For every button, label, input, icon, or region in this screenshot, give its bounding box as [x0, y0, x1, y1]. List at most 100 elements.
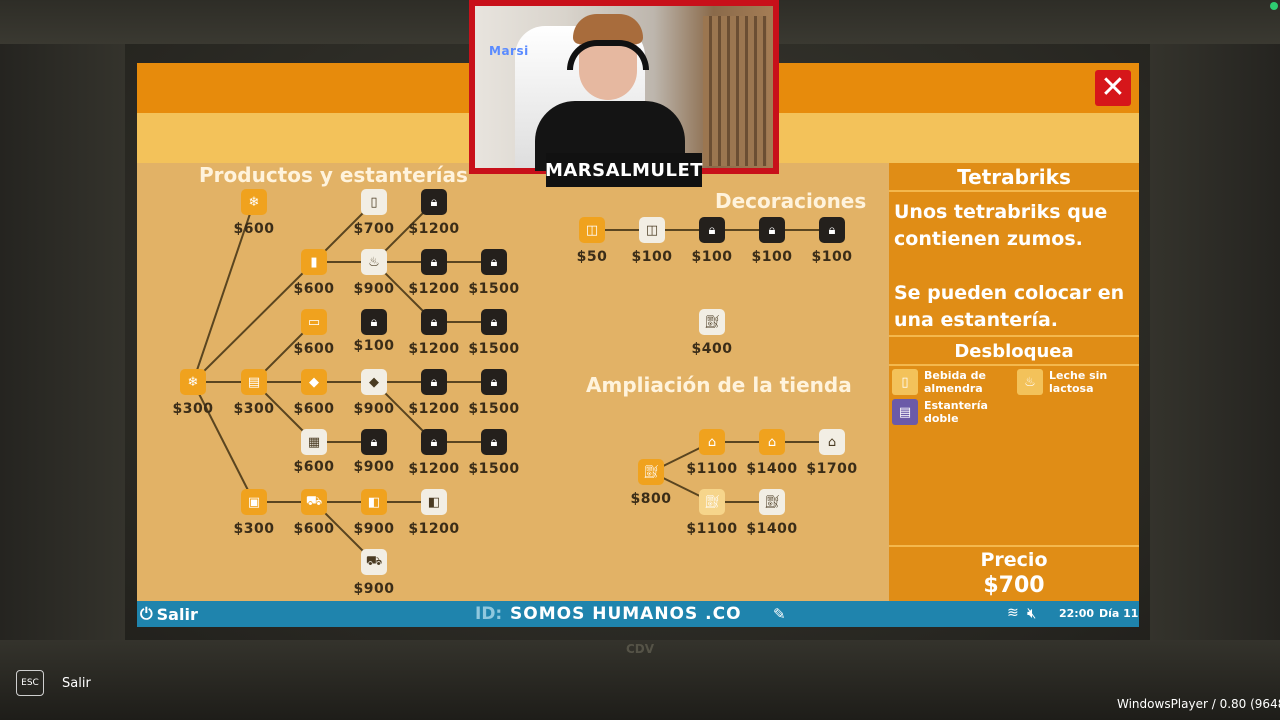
- tree-node-expansion-5[interactable]: ⛽︎: [699, 489, 725, 515]
- fuel-icon: ⛽︎: [703, 314, 721, 330]
- close-button[interactable]: ✕: [1095, 70, 1131, 106]
- wifi-icon: ≋: [1007, 605, 1019, 621]
- detail-panel: Tetrabriks Unos tetrabriks que contienen…: [889, 163, 1139, 603]
- device-brand: CDV: [625, 642, 655, 656]
- tetrabrik-icon: ▯: [370, 194, 378, 210]
- tree-node-deco-2[interactable]: ◫: [639, 217, 665, 243]
- tree-node-candy-2[interactable]: ◆: [361, 369, 387, 395]
- bezel-bottom: [0, 640, 1280, 720]
- status-indicator: [1270, 2, 1278, 10]
- pencil-icon[interactable]: ✎: [773, 605, 786, 623]
- section-decorations-title: Decoraciones: [715, 189, 867, 213]
- tree-node-bread[interactable]: ▭: [301, 309, 327, 335]
- lock-icon: 🔒︎: [370, 434, 378, 450]
- node-price: $100: [751, 249, 793, 265]
- store-icon: ⌂: [767, 434, 777, 450]
- node-price: $1200: [408, 521, 460, 537]
- lock-icon: 🔒︎: [490, 314, 498, 330]
- tree-node-locked[interactable]: 🔒︎: [421, 249, 447, 275]
- tree-node-locked[interactable]: 🔒︎: [421, 309, 447, 335]
- day-counter: Día 11: [1099, 607, 1139, 620]
- esc-exit-label[interactable]: Salir: [62, 676, 91, 691]
- tree-node-map[interactable]: ▣: [241, 489, 267, 515]
- divider: [889, 335, 1139, 337]
- node-price: $100: [353, 338, 395, 354]
- tree-node-deco-1[interactable]: ◫: [579, 217, 605, 243]
- tree-node-deco-locked[interactable]: 🔒︎: [699, 217, 725, 243]
- unlock-item: ♨ Leche sin lactosa: [1017, 369, 1137, 395]
- tree-node-fridge[interactable]: ▤: [241, 369, 267, 395]
- tree-node-expansion-4[interactable]: ⌂: [819, 429, 845, 455]
- node-price: $900: [353, 459, 395, 475]
- tree-node-expansion-1[interactable]: ⛽︎: [638, 459, 664, 485]
- node-price: $1200: [408, 461, 460, 477]
- exit-label: Salir: [156, 604, 198, 624]
- tree-node-oil[interactable]: ◧: [361, 489, 387, 515]
- tree-node-locked[interactable]: 🔒︎: [481, 369, 507, 395]
- tree-node-expansion-3[interactable]: ⌂: [759, 429, 785, 455]
- streamer-name: MARSALMULET: [545, 153, 703, 187]
- tree-node-locked[interactable]: 🔒︎: [481, 309, 507, 335]
- tree-node-locked[interactable]: 🔒︎: [361, 309, 387, 335]
- tree-node-locked[interactable]: 🔒︎: [421, 369, 447, 395]
- tree-node-expansion-2[interactable]: ⌂: [699, 429, 725, 455]
- double-shelf-icon: ▤: [892, 399, 918, 425]
- unlock-label: Leche sin lactosa: [1049, 369, 1108, 395]
- tree-node-deco-locked[interactable]: 🔒︎: [819, 217, 845, 243]
- node-price: $600: [293, 401, 335, 417]
- lock-icon: 🔒︎: [708, 222, 716, 238]
- tree-node-locked[interactable]: 🔒︎: [481, 429, 507, 455]
- tree-node-frost-alone[interactable]: ❄: [241, 189, 267, 215]
- node-price: $600: [293, 459, 335, 475]
- tree-node-deco-locked[interactable]: 🔒︎: [759, 217, 785, 243]
- tree-node-bottle[interactable]: ▮: [301, 249, 327, 275]
- node-price: $100: [631, 249, 673, 265]
- node-price: $1400: [746, 521, 798, 537]
- node-price: $100: [691, 249, 733, 265]
- clock-time: 22:00: [1059, 607, 1095, 620]
- oil-icon: ◧: [427, 494, 441, 510]
- node-price: $700: [353, 221, 395, 237]
- tree-node-expansion-6[interactable]: ⛽︎: [759, 489, 785, 515]
- tree-node-car[interactable]: ⛟: [301, 489, 327, 515]
- node-price: $1100: [686, 461, 738, 477]
- snowflake-icon: ❄: [248, 194, 260, 210]
- detail-description: Unos tetrabriks que contienen zumos. Se …: [894, 201, 1125, 331]
- tree-node-crate[interactable]: ▦: [301, 429, 327, 455]
- tree-node-locked[interactable]: 🔒︎: [481, 249, 507, 275]
- node-price: $300: [233, 401, 275, 417]
- divider: [889, 364, 1139, 366]
- tree-node-candy[interactable]: ◆: [301, 369, 327, 395]
- esc-key-icon[interactable]: ESC: [16, 670, 44, 696]
- node-price: $300: [233, 521, 275, 537]
- fuel-icon: ⛽︎: [642, 464, 660, 480]
- tree-node-locked[interactable]: 🔒︎: [361, 429, 387, 455]
- unlock-label: Bebida de almendra: [924, 369, 986, 395]
- chair-tag: Marsi: [489, 44, 529, 58]
- node-price: $900: [353, 401, 395, 417]
- almond-drink-icon: ▯: [892, 369, 918, 395]
- divider: [889, 545, 1139, 547]
- tree-node-milk[interactable]: ♨: [361, 249, 387, 275]
- version-label: WindowsPlayer / 0.80 (9648): [1117, 697, 1280, 711]
- tree-node-fuel[interactable]: ⛽︎: [699, 309, 725, 335]
- tree-node-tetrabrik[interactable]: ▯: [361, 189, 387, 215]
- car-icon: ⛟: [365, 553, 383, 569]
- milk-icon: ♨: [368, 254, 380, 270]
- wood-panel: [703, 16, 767, 166]
- tree-node-root[interactable]: ❄: [180, 369, 206, 395]
- candy-icon: ◆: [369, 374, 379, 390]
- tree-node-locked[interactable]: 🔒︎: [421, 189, 447, 215]
- candy-icon: ◆: [309, 374, 319, 390]
- price-label: Precio: [980, 549, 1048, 571]
- lock-icon: 🔒︎: [768, 222, 776, 238]
- tree-node-car-2[interactable]: ⛟: [361, 549, 387, 575]
- exit-button[interactable]: ⏻ Salir: [140, 603, 198, 625]
- tree-node-oil-2[interactable]: ◧: [421, 489, 447, 515]
- tree-node-locked[interactable]: 🔒︎: [421, 429, 447, 455]
- lock-icon: 🔒︎: [490, 434, 498, 450]
- node-price: $600: [293, 281, 335, 297]
- fuel-icon: ⛽︎: [763, 494, 781, 510]
- mute-icon[interactable]: 🔇︎: [1027, 604, 1037, 622]
- node-price: $900: [353, 521, 395, 537]
